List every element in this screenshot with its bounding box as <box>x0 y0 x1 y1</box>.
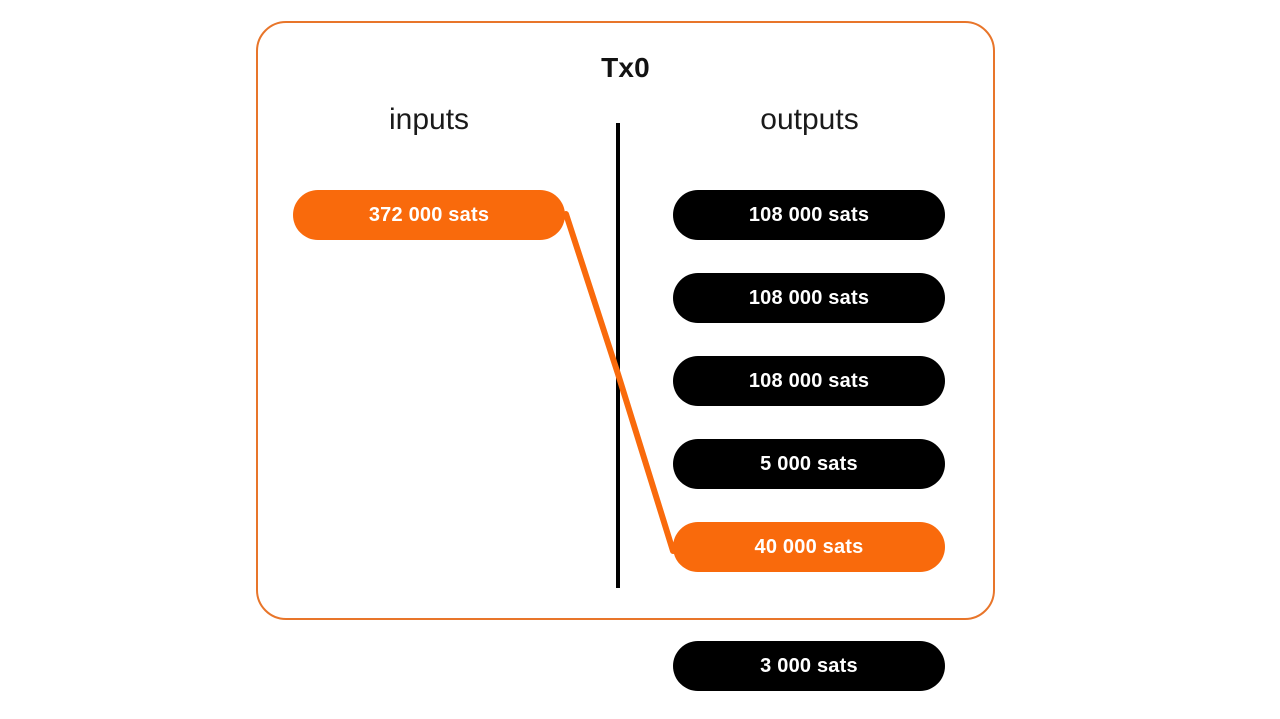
output-pill-2-label: 108 000 sats <box>748 369 870 392</box>
output-pill-2[interactable]: 108 000 sats <box>673 356 945 406</box>
output-pill-1[interactable]: 108 000 sats <box>673 273 945 323</box>
output-pill-1-label: 108 000 sats <box>748 286 870 309</box>
transaction-container <box>256 21 995 620</box>
output-pill-0[interactable]: 108 000 sats <box>673 190 945 240</box>
output-pill-4-label: 40 000 sats <box>754 535 864 558</box>
output-pill-3[interactable]: 5 000 sats <box>673 439 945 489</box>
detached-pill-0-label: 3 000 sats <box>760 654 858 677</box>
transaction-title: Tx0 <box>601 52 650 83</box>
outputs-column-label: outputs <box>760 103 859 136</box>
inputs-column-label: inputs <box>388 103 470 136</box>
detached-pill-0[interactable]: 3 000 sats <box>673 641 945 691</box>
output-pill-3-label: 5 000 sats <box>760 452 858 475</box>
output-pill-4[interactable]: 40 000 sats <box>673 522 945 572</box>
inputs-outputs-divider <box>616 123 620 588</box>
input-pill-0-label: 372 000 sats <box>368 203 490 226</box>
input-pill-0[interactable]: 372 000 sats <box>293 190 565 240</box>
output-pill-0-label: 108 000 sats <box>748 203 870 226</box>
